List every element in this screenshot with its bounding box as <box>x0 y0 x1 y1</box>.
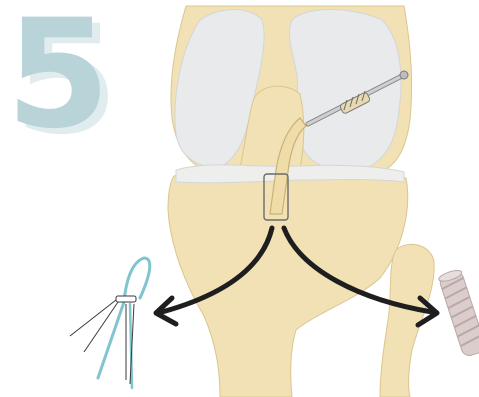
suture-fixation-icon <box>70 258 150 388</box>
interference-screw-icon <box>438 268 479 357</box>
step-number-label: 5 <box>6 0 110 162</box>
step-number: 5 5 <box>6 0 118 168</box>
